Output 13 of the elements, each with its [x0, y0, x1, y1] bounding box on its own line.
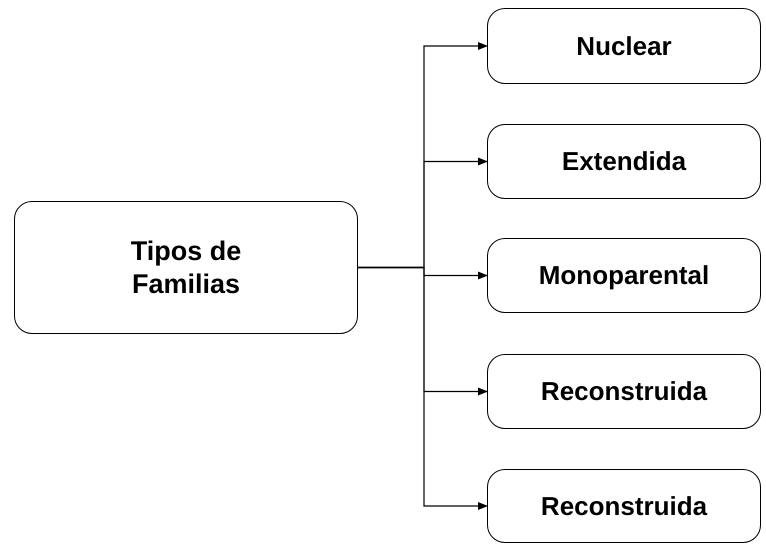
connector-arrow [358, 266, 488, 510]
rounded-box [487, 238, 761, 313]
box-label: Nuclear [576, 30, 672, 62]
rounded-box [487, 8, 761, 84]
box-label: Monoparental [538, 259, 710, 292]
rounded-box [14, 201, 358, 334]
rounded-box [487, 469, 761, 543]
box-label: Reconstruida [540, 375, 708, 408]
rounded-box [487, 354, 761, 429]
rounded-box [487, 124, 761, 199]
box-label: Tipos de Familias [130, 235, 242, 300]
box-label: Extendida [562, 145, 686, 178]
box-label: Reconstruida [540, 490, 708, 522]
